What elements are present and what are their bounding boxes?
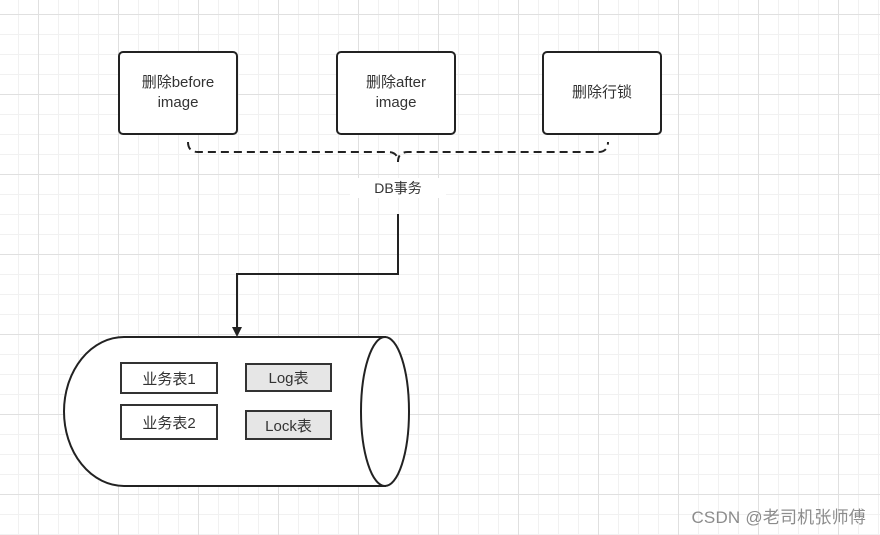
step-delete-row-lock[interactable]: 删除行锁 xyxy=(542,51,662,135)
transaction-brace xyxy=(187,141,609,163)
step-delete-before-image[interactable]: 删除before image xyxy=(118,51,238,135)
step-label-line-1: 删除before xyxy=(141,74,215,91)
table-lock[interactable]: Lock表 xyxy=(245,410,332,440)
database-cylinder xyxy=(63,336,410,487)
cylinder-end-cap xyxy=(360,336,410,487)
transaction-label: DB事务 xyxy=(350,178,446,198)
step-label-line-1: 删除after xyxy=(365,74,426,91)
cylinder-body xyxy=(63,336,386,487)
step-label-line-1: 删除行锁 xyxy=(571,84,632,101)
table-business-2[interactable]: 业务表2 xyxy=(120,404,218,440)
watermark-text: CSDN @老司机张师傅 xyxy=(691,508,866,527)
table-business-1[interactable]: 业务表1 xyxy=(120,362,218,394)
transaction-to-db-connector xyxy=(232,214,399,337)
step-delete-after-image[interactable]: 删除after image xyxy=(336,51,456,135)
step-label-line-2: image xyxy=(375,94,417,111)
step-label-line-2: image xyxy=(157,94,199,111)
table-log[interactable]: Log表 xyxy=(245,363,332,392)
